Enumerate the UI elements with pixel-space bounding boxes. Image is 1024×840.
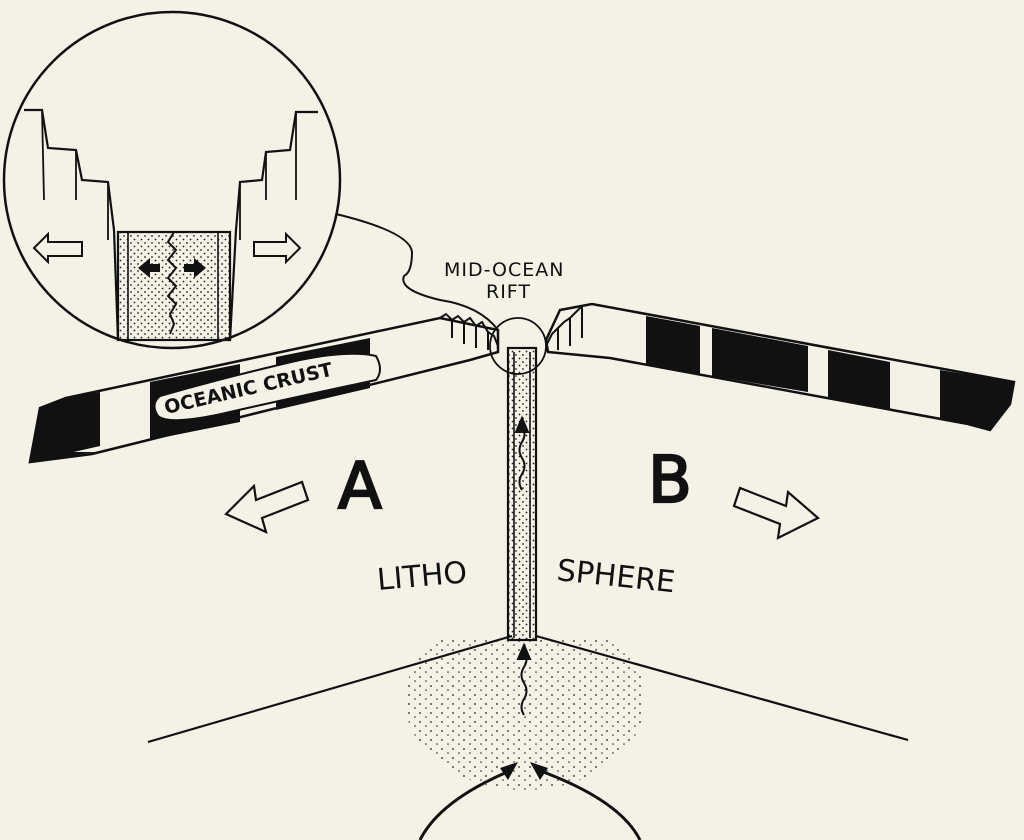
callout-leader	[335, 213, 499, 331]
lithosphere-base-lines	[147, 634, 909, 744]
sphere-label: SPHERE	[555, 553, 676, 600]
plate-b-label: B	[648, 444, 692, 518]
rift-callout-circle	[489, 317, 547, 375]
right-crust-slab	[544, 302, 1016, 432]
litho-label: LITHO	[376, 555, 469, 598]
plate-a-label: A	[338, 450, 382, 524]
mid-ocean-rift-label-line1: MID-OCEAN	[444, 259, 564, 281]
diagram-labels: MID-OCEAN RIFT A B LITHO SPHERE	[337, 259, 693, 600]
mid-ocean-rift-label-line2: RIFT	[486, 281, 531, 303]
magma-conduit	[506, 346, 538, 642]
convection-arrows	[418, 762, 642, 840]
left-motion-arrow	[224, 480, 310, 534]
right-ridge-steps	[545, 303, 593, 350]
magnified-inset	[2, 10, 342, 350]
rising-magma-arrows	[514, 415, 532, 716]
right-motion-arrow	[732, 486, 820, 540]
plate-motion-arrows	[224, 480, 820, 540]
left-ridge-steps	[439, 312, 499, 350]
left-crust-slab: OCEANIC CRUST	[28, 316, 500, 464]
